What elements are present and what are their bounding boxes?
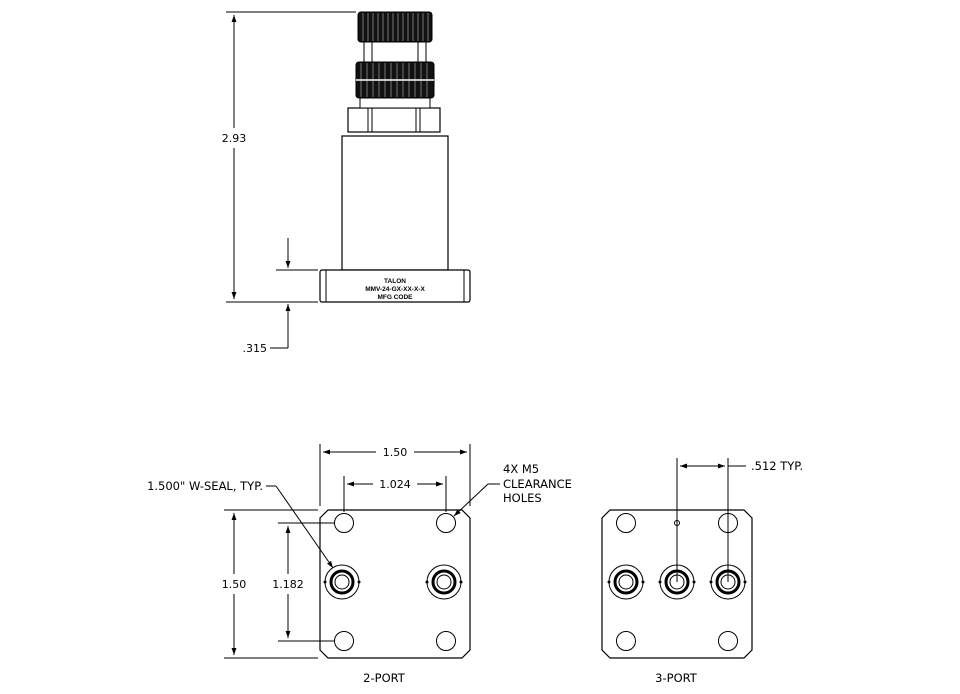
knurled-knob — [357, 11, 433, 63]
base-block: TALON MMV-24-GX-XX-X-X MFG CODE — [319, 269, 471, 303]
holes-note-line3: HOLES — [503, 491, 542, 505]
base-label-line2: MMV-24-GX-XX-X-X — [365, 286, 425, 293]
clearance-hole — [334, 631, 354, 651]
width-dim-label: 1.50 — [383, 446, 408, 459]
vertical-spacing-dimension: 1.182 — [272, 522, 334, 642]
seal-note: 1.500" W-SEAL, TYP. — [147, 479, 263, 493]
three-port-view: .512 TYP. 3-PORT — [601, 458, 803, 685]
two-port-view: 1.50 1.024 1.50 1.182 — [147, 444, 572, 685]
seal-port — [323, 564, 361, 600]
clearance-hole — [436, 513, 456, 533]
clearance-hole — [718, 631, 738, 651]
hex-nut — [347, 97, 441, 133]
clearance-hole — [334, 513, 354, 533]
port-spacing-dim-label: .512 TYP. — [751, 459, 803, 473]
three-port-plate — [601, 509, 753, 659]
hole-spacing-dimension: 1.024 — [343, 476, 447, 512]
holes-note-line1: 4X M5 — [503, 462, 539, 476]
two-port-caption: 2-PORT — [363, 671, 406, 685]
height-dim-label: 2.93 — [222, 132, 247, 145]
holes-note-line2: CLEARANCE — [503, 477, 572, 491]
clearance-hole — [616, 631, 636, 651]
height-dimension: 1.50 — [222, 509, 318, 659]
lock-nut — [355, 61, 435, 99]
seal-port — [607, 564, 645, 600]
base-dim-label: .315 — [243, 342, 268, 355]
port-spacing-dimension: .512 TYP. — [676, 458, 803, 582]
seal-port — [425, 564, 463, 600]
base-label-line3: MFG CODE — [377, 294, 413, 301]
height-dimension: 2.93 — [222, 11, 356, 303]
base-label-line1: TALON — [384, 278, 406, 285]
vertical-spacing-dim-label: 1.182 — [272, 578, 304, 591]
height-dim-label: 1.50 — [222, 578, 247, 591]
hole-spacing-dim-label: 1.024 — [379, 478, 411, 491]
seal-leader: 1.500" W-SEAL, TYP. — [147, 479, 334, 569]
valve-body — [341, 135, 449, 271]
base-height-dimension: .315 — [243, 238, 318, 355]
clearance-hole — [436, 631, 456, 651]
three-port-caption: 3-PORT — [655, 671, 698, 685]
two-port-plate — [319, 509, 471, 659]
side-view: TALON MMV-24-GX-XX-X-X MFG CODE 2.93 .31… — [222, 11, 471, 355]
holes-leader: 4X M5 CLEARANCE HOLES — [453, 462, 572, 517]
clearance-hole — [616, 513, 636, 533]
width-dimension: 1.50 — [319, 444, 471, 506]
